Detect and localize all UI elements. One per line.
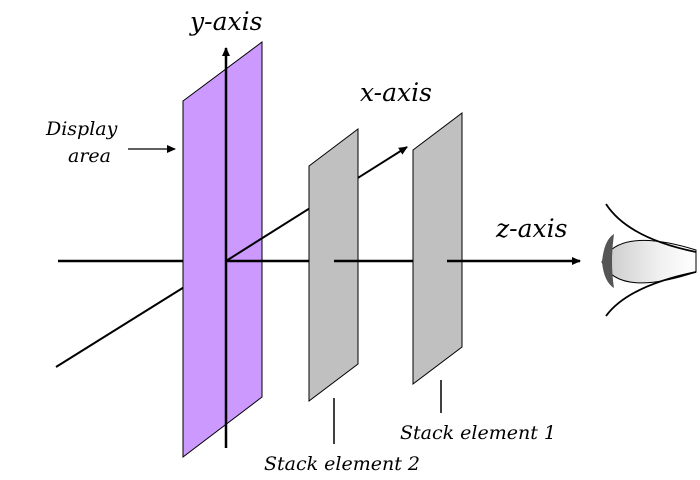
x-axis-label: x-axis <box>360 78 432 107</box>
z-axis-label: z-axis <box>495 214 567 243</box>
stack-element-1-plane <box>412 111 463 386</box>
display-area-plane <box>182 41 263 459</box>
stack-element-2-label: Stack element 2 <box>264 453 420 475</box>
display-area-label-line1: Display <box>45 118 118 140</box>
stack-element-2-plane <box>308 127 359 403</box>
eye-icon <box>598 203 697 317</box>
display-area-label-line2: area <box>68 145 111 167</box>
y-axis-label: y-axis <box>189 7 262 36</box>
stack-element-1-label: Stack element 1 <box>400 422 556 444</box>
